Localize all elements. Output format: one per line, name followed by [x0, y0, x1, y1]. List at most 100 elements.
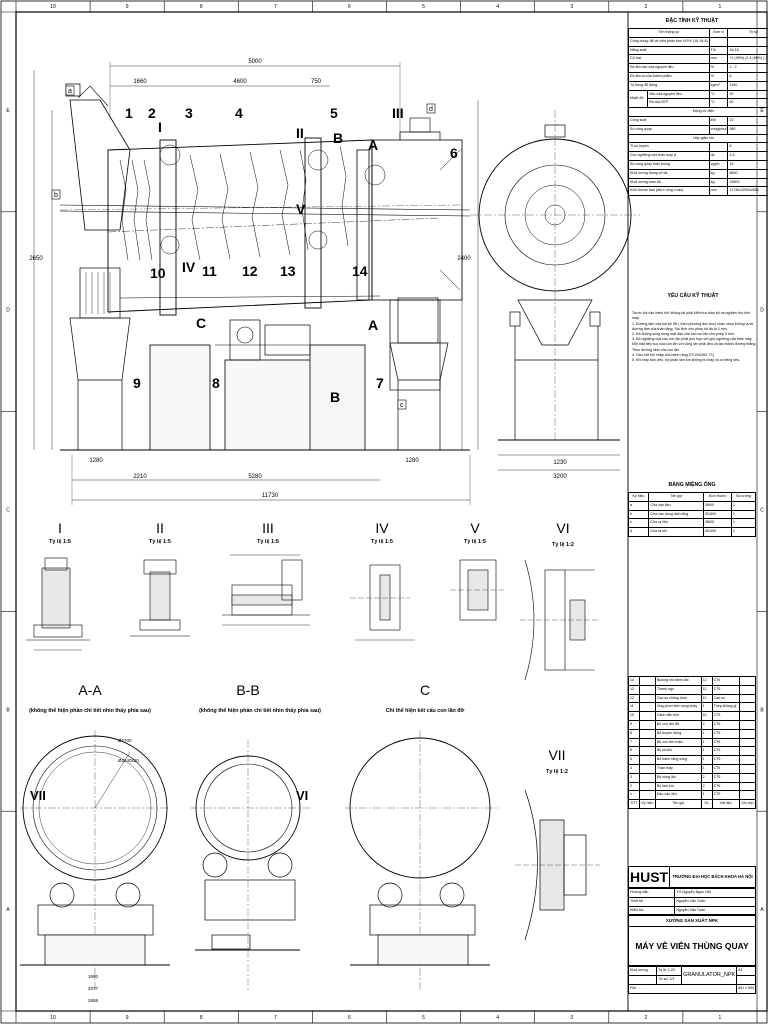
table-cell: Ký hiệu — [629, 493, 649, 502]
table-cell: 1 — [701, 764, 712, 773]
border-col-label: 6 — [348, 1015, 351, 1021]
table-cell: Cửa ra khí — [649, 528, 704, 537]
callout-2: 2 — [148, 105, 156, 121]
dimension-label: 1280 — [405, 458, 419, 464]
table-cell: 12 — [701, 677, 712, 686]
dimension-label: 1280 — [89, 458, 103, 464]
section-dim-0: Ø2700 — [118, 738, 132, 743]
requirements-lines: Trước khi vận hành thử không tải phải ki… — [632, 311, 754, 363]
table-cell — [640, 791, 656, 800]
table-cell: mm — [709, 187, 728, 196]
table-cell: °C — [709, 99, 728, 108]
detail-headers: I Tỷ lệ 1:5 II Tỷ lệ 1:5 III Tỷ lệ 1:5 I… — [49, 520, 574, 775]
table-cell — [739, 685, 755, 694]
table-cell — [640, 738, 656, 747]
border-col-label: 6 — [348, 4, 351, 10]
table-cell: Số lượng — [731, 493, 755, 502]
table-cell: Bộ con lăn chặn — [655, 738, 701, 747]
detail-III-label: III — [262, 520, 274, 536]
table-cell: 1 — [701, 747, 712, 756]
requirements-block: YÊU CẦU KỸ THUẬT Trước khi vận hành thử … — [632, 294, 754, 363]
detail-V-scale: Tỷ lệ 1:5 — [464, 539, 486, 545]
table-cell: 8600 — [728, 169, 768, 178]
table-cell — [739, 782, 755, 791]
sheet-size: 841 x 594 — [737, 984, 756, 993]
table-cell: 3 — [629, 773, 640, 782]
table-cell — [640, 729, 656, 738]
border-col-label: 4 — [496, 1015, 499, 1021]
table-cell — [739, 764, 755, 773]
section-C — [345, 730, 500, 990]
table-cell: CT5 — [712, 756, 739, 765]
detail-V — [450, 560, 505, 620]
callout-10: 10 — [150, 265, 166, 281]
section-A-A-note: (không thể hiện phần chi tiết nhìn thấy … — [29, 707, 151, 714]
table-cell — [739, 703, 755, 712]
section-dim-2: 1690 — [88, 974, 99, 979]
table-cell: Nhiệt độ — [629, 90, 648, 108]
table-cell: CT6 — [712, 782, 739, 791]
table-cell: Ø600 — [704, 519, 732, 528]
table-cell: 1 — [731, 519, 755, 528]
detail-V-label: V — [470, 520, 480, 536]
table-cell — [640, 720, 656, 729]
table-cell: CT5 — [712, 712, 739, 721]
table-cell: °C — [709, 90, 728, 99]
callout-6: 6 — [450, 145, 458, 161]
table-cell: vg/ph — [709, 160, 728, 169]
table-cell: Cao su — [712, 694, 739, 703]
detail-IV-scale: Tỷ lệ 1:5 — [371, 539, 393, 545]
callout-12: 12 — [242, 263, 258, 279]
table-cell: Cỡ hạt — [629, 55, 710, 64]
border-col-label: 1 — [719, 1015, 722, 1021]
section-B-B-note: (không thể hiện phần chi tiết nhìn thấy … — [199, 707, 321, 714]
border-col-label: 2 — [644, 4, 647, 10]
table-cell: Năng suất — [629, 46, 710, 55]
table-cell: 1100 — [728, 81, 768, 90]
callout-4: 4 — [235, 105, 243, 121]
nozzle-mark-a: a — [68, 88, 72, 95]
table-cell: Độ ẩm ra của thành phẩm — [629, 72, 710, 81]
border-col-label: 7 — [274, 4, 277, 10]
table-cell — [739, 747, 755, 756]
table-cell: 22 — [728, 116, 768, 125]
border-col-label: 7 — [274, 1015, 277, 1021]
table-cell: Công dụng: để vê viên phân bón N,P,K (16… — [629, 37, 710, 46]
drawing-code: GRANULATOR_NPK — [682, 967, 737, 985]
table-cell — [739, 694, 755, 703]
border-col-label: 1 — [719, 4, 722, 10]
table-cell: 1 — [701, 703, 712, 712]
section-B-B-label: B-B — [236, 682, 259, 698]
specs-title: ĐẶC TÍNH KỸ THUẬT — [628, 14, 756, 28]
table-cell — [739, 756, 755, 765]
table-cell: Cánh dẫn liệu — [655, 712, 701, 721]
border-col-label: 9 — [126, 1015, 129, 1021]
table-cell — [640, 694, 656, 703]
table-cell: 1 — [731, 510, 755, 519]
table-cell — [739, 791, 755, 800]
table-cell: 1.6 — [728, 152, 768, 161]
table-head-cell: SL — [701, 800, 712, 809]
table-cell: kg — [709, 178, 728, 187]
callout-14: 14 — [352, 263, 368, 279]
table-cell: 5 — [629, 756, 640, 765]
table-head-cell: STT — [629, 800, 640, 809]
requirement-line: Mỗi mặt tiếp xúc của con lăn với vòng lă… — [632, 342, 754, 347]
table-cell: CT6 — [712, 738, 739, 747]
table-cell: Cửa vào dung dịch lỏng — [649, 510, 704, 519]
table-head-cell: Đơn vị — [709, 29, 728, 38]
detail-VII-scale: Tỷ lệ 1:2 — [546, 769, 568, 775]
table-cell: vòng/phút — [709, 125, 728, 134]
border-row-label: C — [760, 508, 764, 514]
workshop-name: XƯỞNG SẢN XUẤT NPK — [629, 916, 756, 927]
table-cell: kg — [709, 169, 728, 178]
